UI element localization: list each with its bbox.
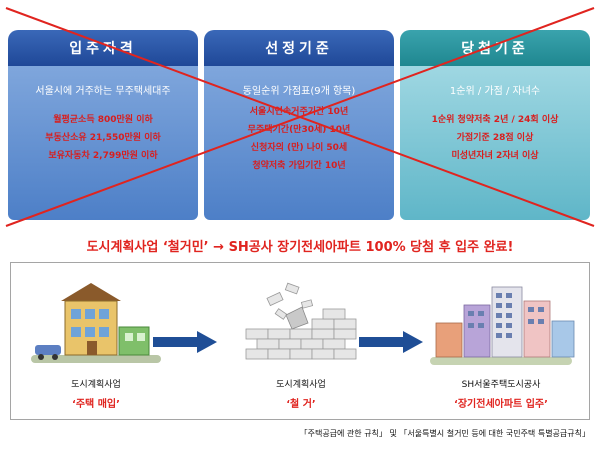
selection-panel: 선정기준 동일순위 가점표(9개 항목) 서울시연속거주기간 10년 무주택기간… xyxy=(204,30,394,220)
selection-line-residence: 서울시연속거주기간 10년 xyxy=(249,107,349,117)
eligibility-panel-title: 입주자격 xyxy=(8,30,198,66)
step-1-title: 도시계획사업 xyxy=(71,380,121,390)
selection-main-text: 동일순위 가점표(9개 항목) xyxy=(242,86,356,97)
arrow-right-icon xyxy=(359,331,423,353)
apartment-complex-illustration xyxy=(430,286,575,365)
footnote-regulation: 「주택공급에 관한 규칙」 및 「서울특별시 철거민 등에 대한 국민주택 특별… xyxy=(299,429,590,438)
winning-line-children: 미성년자녀 2자녀 이상 xyxy=(451,151,539,161)
selection-line-savings: 청약저축 가입기간 10년 xyxy=(252,161,346,171)
house-illustration xyxy=(31,283,161,363)
eligibility-line-income: 월평균소득 800만원 이하 xyxy=(53,115,153,125)
winning-panel-title: 당첨기준 xyxy=(400,30,590,66)
eligibility-panel-body: 서울시에 거주하는 무주택세대주 월평균소득 800만원 이하 부동산소유 21… xyxy=(8,66,198,220)
selection-panel-title: 선정기준 xyxy=(204,30,394,66)
winning-line-subscription: 1순위 청약저축 2년 / 24회 이상 xyxy=(431,115,559,125)
step-3-subtitle: ‘장기전세아파트 입주’ xyxy=(454,399,548,410)
eligibility-line-car: 보유자동차 2,799만원 이하 xyxy=(48,151,158,161)
step-house-purchase: 도시계획사업 ‘주택 매입’ xyxy=(11,263,181,421)
selection-line-age: 신청자의 (만) 나이 50세 xyxy=(250,143,348,153)
eligibility-line-property: 부동산소유 21,550만원 이하 xyxy=(45,133,161,143)
arrow-right-icon xyxy=(153,331,217,353)
selection-panel-body: 동일순위 가점표(9개 항목) 서울시연속거주기간 10년 무주택기간(만30세… xyxy=(204,66,394,220)
step-demolition: 도시계획사업 ‘철 거’ xyxy=(216,263,386,421)
step-1-subtitle: ‘주택 매입’ xyxy=(72,399,120,410)
headline: 도시계획사업 ‘철거민’ → SH공사 장기전세아파트 100% 당첨 후 입주… xyxy=(86,240,514,255)
winning-main-text: 1순위 / 가점 / 자녀수 xyxy=(449,86,541,97)
winning-panel: 당첨기준 1순위 / 가점 / 자녀수 1순위 청약저축 2년 / 24회 이상… xyxy=(400,30,590,220)
selection-line-homeless: 무주택기간(만30세) 10년 xyxy=(247,125,351,135)
step-apartment-move-in: SH서울주택도시공사 ‘장기전세아파트 입주’ xyxy=(416,263,586,421)
eligibility-main-text: 서울시에 거주하는 무주택세대주 xyxy=(35,86,171,97)
process-flow-box: 도시계획사업 ‘주택 매입’ 도 xyxy=(10,262,590,420)
winning-line-score: 가점기준 28점 이상 xyxy=(456,133,534,143)
step-2-title: 도시계획사업 xyxy=(276,380,326,390)
step-2-subtitle: ‘철 거’ xyxy=(286,399,316,410)
winning-panel-body: 1순위 / 가점 / 자녀수 1순위 청약저축 2년 / 24회 이상 가점기준… xyxy=(400,66,590,220)
demolished-wall-illustration xyxy=(245,282,357,360)
step-3-title: SH서울주택도시공사 xyxy=(461,380,541,390)
eligibility-panel: 입주자격 서울시에 거주하는 무주택세대주 월평균소득 800만원 이하 부동산… xyxy=(8,30,198,220)
